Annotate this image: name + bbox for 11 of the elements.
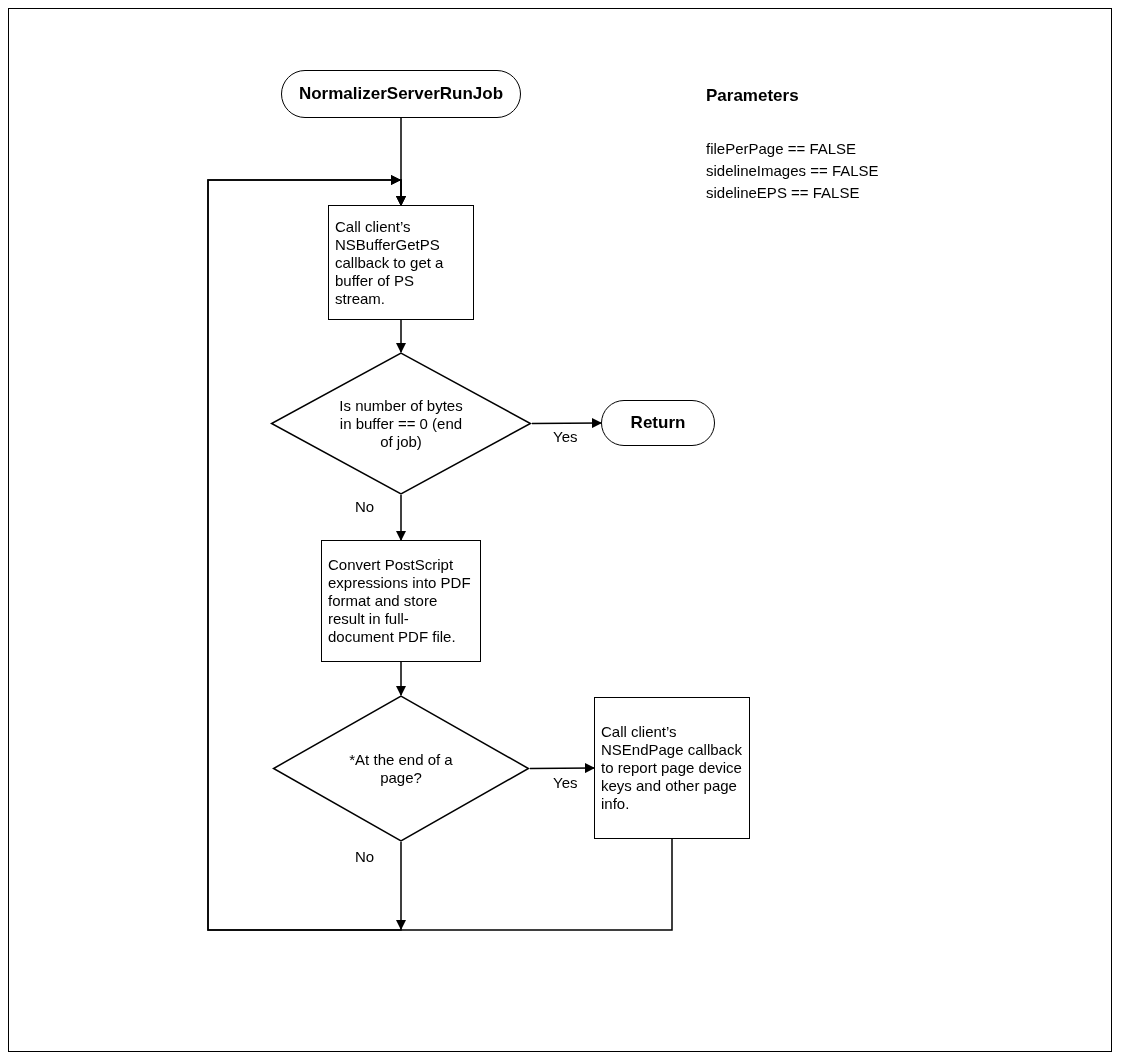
terminal-box: NormalizerServerRunJob	[281, 70, 521, 118]
parameters-heading: Parameters	[706, 86, 799, 106]
parameter-text: sidelineEPS == FALSE	[706, 184, 860, 201]
terminal-box: Return	[601, 400, 715, 446]
parameter-text: sidelineImages == FALSE	[706, 162, 879, 179]
process-box: Call client’s NSBufferGetPS callback to get a buffer of PS stream.	[328, 205, 474, 320]
decision-diamond: *At the end of a page?	[272, 695, 530, 842]
process-box: Call client’s NSEndPage callback to report page device keys and other page info.	[594, 697, 750, 839]
process-box: Convert PostScript expressions into PDF format and store result in full-document PDF file.	[321, 540, 481, 662]
parameter-text: filePerPage == FALSE	[706, 140, 857, 157]
decision-diamond: Is number of bytes in buffer == 0 (end of job)	[270, 352, 532, 495]
